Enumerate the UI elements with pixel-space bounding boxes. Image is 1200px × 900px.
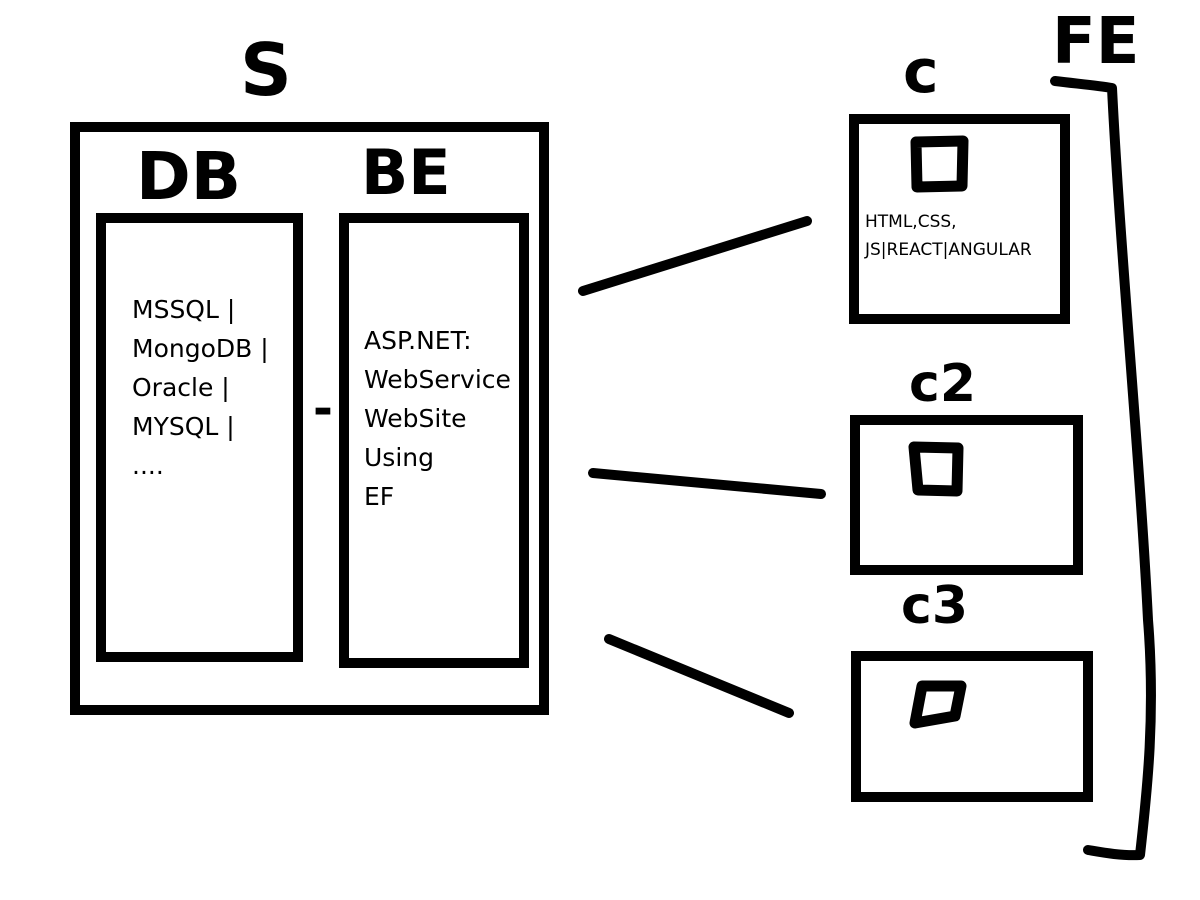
client-heading-c3: c3 — [901, 576, 969, 636]
db-item: MYSQL | — [132, 412, 235, 441]
client-c1-tech-line: HTML,CSS, — [865, 212, 957, 232]
db-item: MSSQL | — [132, 295, 236, 324]
connector-line-c1 — [578, 216, 812, 296]
db-item: .... — [132, 451, 164, 480]
be-heading: BE — [361, 136, 451, 209]
db-list: MSSQL | MongoDB | Oracle | MYSQL | .... — [132, 290, 269, 485]
frontend-bracket — [1050, 76, 1156, 861]
client-c1-tech-list: HTML,CSS, JS|REACT|ANGULAR — [865, 208, 1032, 264]
db-heading: DB — [136, 138, 242, 215]
db-item: Oracle | — [132, 373, 230, 402]
be-box — [339, 213, 529, 668]
square-icon — [910, 135, 969, 193]
db-item: MongoDB | — [132, 334, 269, 363]
db-be-connector: - — [313, 381, 333, 437]
server-box — [70, 122, 549, 715]
client-c1-tech-line: JS|REACT|ANGULAR — [865, 240, 1032, 260]
be-item: ASP.NET: — [364, 326, 472, 355]
connector-line-c3 — [604, 634, 794, 718]
client-box-c3 — [851, 651, 1093, 802]
client-heading-c1: c — [903, 37, 939, 107]
server-heading: S — [240, 28, 292, 112]
client-heading-c2: c2 — [909, 354, 977, 414]
be-list: ASP.NET: WebService WebSite Using EF — [364, 321, 511, 516]
db-box — [96, 213, 303, 662]
client-box-c2 — [850, 415, 1083, 575]
be-item: EF — [364, 482, 395, 511]
be-item: Using — [364, 443, 434, 472]
be-item: WebService — [364, 365, 511, 394]
be-item: WebSite — [364, 404, 467, 433]
square-icon — [908, 441, 964, 497]
square-icon — [909, 680, 967, 729]
client-box-c1 — [849, 114, 1070, 324]
connector-line-c2 — [588, 468, 826, 499]
frontend-heading: FE — [1052, 5, 1140, 79]
